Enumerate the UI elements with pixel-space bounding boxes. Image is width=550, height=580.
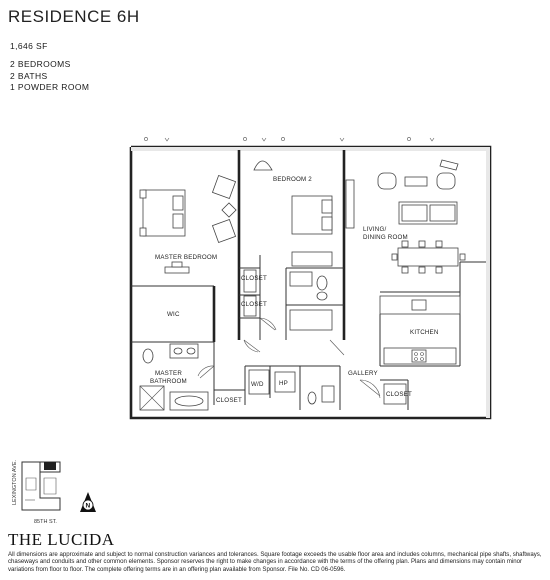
residence-title: RESIDENCE 6H	[8, 7, 140, 26]
label-closet-d: CLOSET	[386, 391, 412, 398]
legal-disclaimer: All dimensions are approximate and subje…	[8, 551, 542, 573]
label-wic: WIC	[167, 311, 180, 318]
master-bath-fixtures	[139, 343, 209, 411]
label-dining: DINING ROOM	[363, 234, 408, 241]
label-closet-b: CLOSET	[241, 301, 267, 308]
street-lexington: LEXINGTON AVE.	[12, 459, 18, 505]
label-hp: HP	[279, 380, 288, 387]
window-markers	[144, 137, 435, 142]
outer-walls	[129, 145, 492, 420]
living-dining-furniture	[345, 159, 466, 274]
door-swings	[197, 317, 381, 399]
kitchen-fixtures	[379, 295, 461, 365]
label-master-bedroom: MASTER BEDROOM	[155, 254, 217, 261]
interior-walls	[131, 150, 486, 410]
label-kitchen: KITCHEN	[410, 329, 439, 336]
label-closet-a: CLOSET	[241, 275, 267, 282]
room-summary: 2 BEDROOMS 2 BATHS 1 POWDER ROOM	[10, 59, 89, 94]
baths-count: 2 BATHS	[10, 70, 48, 81]
square-footage: 1,646 SF	[10, 41, 48, 51]
compass-letter: N	[86, 503, 91, 510]
label-master-bath-2: BATHROOM	[150, 378, 187, 385]
label-master-bath-1: MASTER	[155, 370, 182, 377]
label-closet-c: CLOSET	[216, 397, 242, 404]
master-bedroom-furniture	[139, 174, 237, 274]
key-plan: LEXINGTON AVE. 85TH ST.	[12, 459, 61, 525]
north-compass-icon: N	[80, 492, 96, 512]
street-85th: 85TH ST.	[34, 519, 57, 525]
powder-room-fixtures	[248, 369, 407, 405]
bedrooms-count: 2 BEDROOMS	[10, 59, 71, 69]
label-living: LIVING/	[363, 226, 386, 233]
powder-room-count: 1 POWDER ROOM	[10, 82, 90, 92]
building-logo: THE LUCIDA	[8, 530, 115, 549]
label-gallery: GALLERY	[348, 370, 378, 377]
label-wd: W/D	[251, 381, 264, 388]
bedroom2-furniture	[243, 160, 333, 331]
label-bedroom2: BEDROOM 2	[273, 176, 312, 183]
